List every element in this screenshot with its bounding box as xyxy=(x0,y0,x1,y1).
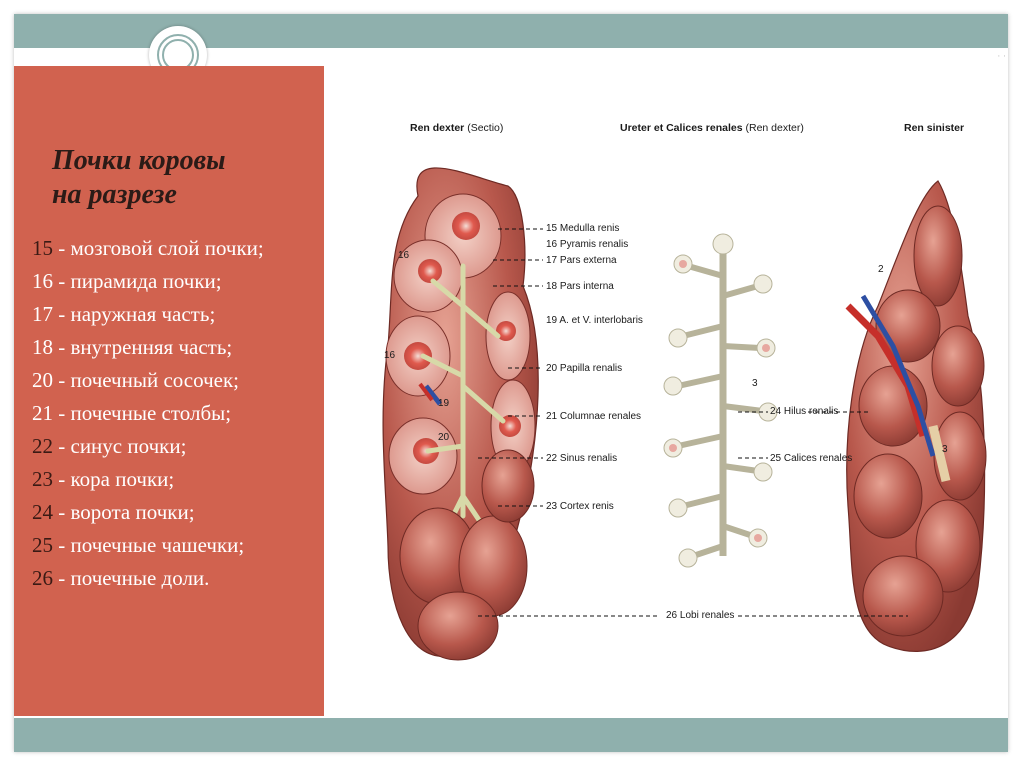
legend-item: 17 - наружная часть; xyxy=(32,302,216,326)
label-21: 21 Columnae renales xyxy=(546,411,642,422)
leader-lines xyxy=(478,228,908,617)
legend-item: 25 - почечные чашечки; xyxy=(32,533,245,557)
slide: · · Почки коровы на разрезе 15 - мозгово… xyxy=(14,14,1008,752)
title-line-1: Почки коровы xyxy=(52,145,226,176)
legend-item: 18 - внутренняя часть; xyxy=(32,335,233,359)
mark-19: 19 xyxy=(438,398,450,409)
slide-title: Почки коровы на разрезе xyxy=(52,144,312,212)
kidney-section-left xyxy=(382,167,539,661)
mark-20: 20 xyxy=(438,432,450,443)
calices-cast-center xyxy=(663,233,778,568)
mark-2: 2 xyxy=(878,264,884,275)
corner-dots-icon: · · xyxy=(997,52,1006,62)
title-line-2: на разрезе xyxy=(52,179,177,210)
legend-item: 15 - мозговой слой почки; xyxy=(32,236,264,260)
kidney-illustration: Ren dexter (Sectio) Ureter et Calices re… xyxy=(348,86,996,706)
legend-list: 15 - мозговой слой почки; 16 - пирамида … xyxy=(32,236,322,599)
label-22: 22 Sinus renalis xyxy=(546,453,618,464)
legend-item: 21 - почечные столбы; xyxy=(32,401,232,425)
label-26: 26 Lobi renales xyxy=(666,610,735,621)
kidney-drawing xyxy=(382,167,987,661)
legend-item: 20 - почечный сосочек; xyxy=(32,368,239,392)
heading-ren-sinister: Ren sinister xyxy=(904,122,965,134)
legend-item: 24 - ворота почки; xyxy=(32,500,195,524)
mark-16b: 16 xyxy=(384,350,396,361)
mark-3-right: 3 xyxy=(942,444,948,455)
legend-item: 26 - почечные доли. xyxy=(32,566,210,590)
heading-ureter: Ureter et Calices renales (Ren dexter) xyxy=(620,122,804,134)
bottom-accent-bar xyxy=(14,718,1008,752)
label-15: 15 Medulla renis xyxy=(546,223,620,234)
label-20: 20 Papilla renalis xyxy=(546,363,623,374)
left-text-panel: Почки коровы на разрезе 15 - мозговой сл… xyxy=(14,66,324,716)
legend-item: 23 - кора почки; xyxy=(32,467,175,491)
label-16: 16 Pyramis renalis xyxy=(546,239,629,250)
legend-item: 22 - синус почки; xyxy=(32,434,187,458)
label-19: 19 A. et V. interlobaris xyxy=(546,315,643,326)
mark-16a: 16 xyxy=(398,250,410,261)
label-17: 17 Pars externa xyxy=(546,255,617,266)
mark-3-center: 3 xyxy=(752,378,758,389)
label-18: 18 Pars interna xyxy=(546,281,614,292)
heading-ren-dexter: Ren dexter (Sectio) xyxy=(410,122,504,134)
label-25: 25 Calices renales xyxy=(770,453,853,464)
label-24: 24 Hilus renalis xyxy=(770,406,839,417)
legend-item: 16 - пирамида почки; xyxy=(32,269,222,293)
label-23: 23 Cortex renis xyxy=(546,501,614,512)
kidney-whole-right xyxy=(845,180,987,653)
